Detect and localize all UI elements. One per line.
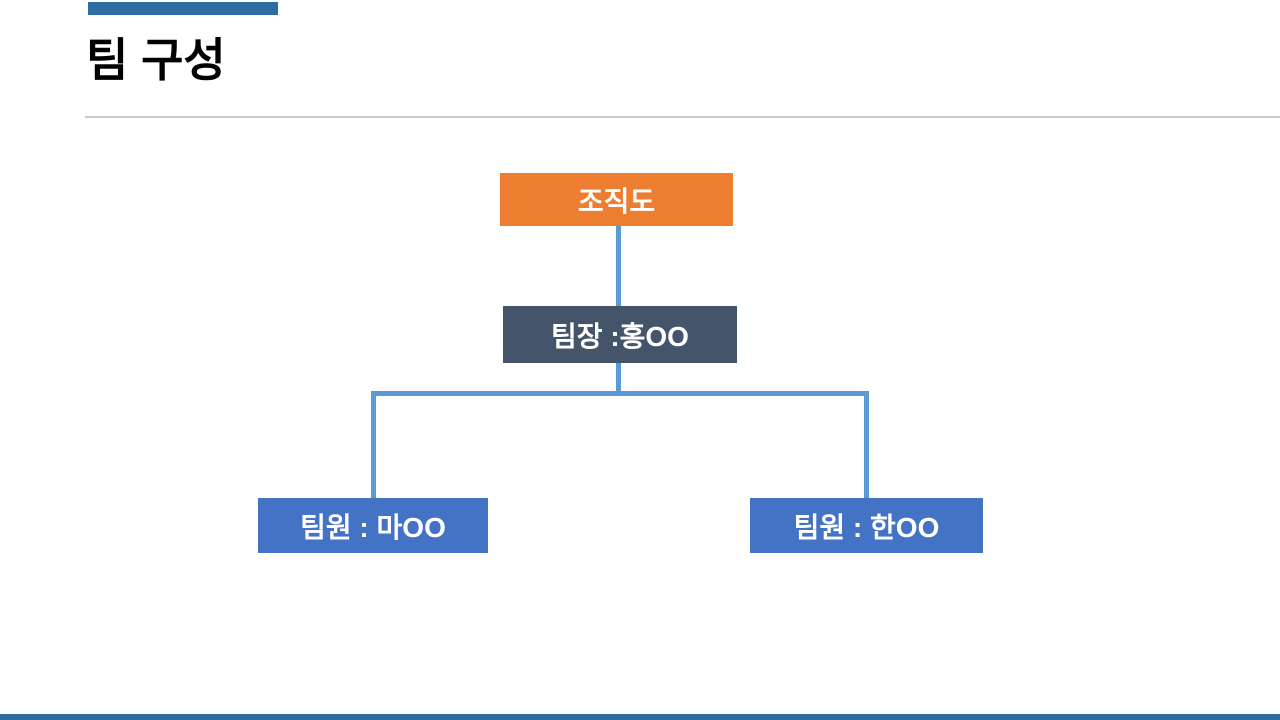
connector-root-to-leader: [616, 225, 621, 307]
title-divider: [85, 116, 1280, 118]
org-node-root: 조직도: [500, 173, 733, 226]
connector-branch-left: [371, 391, 376, 498]
connector-leader-drop: [616, 362, 621, 395]
connector-branch-right: [864, 391, 869, 498]
bottom-accent-bar: [0, 714, 1280, 720]
org-node-leader: 팀장 :홍OO: [503, 306, 737, 363]
org-node-member-left: 팀원 : 마OO: [258, 498, 488, 553]
org-node-member-right: 팀원 : 한OO: [750, 498, 983, 553]
connector-branch-horizontal: [371, 391, 869, 396]
top-accent-bar: [88, 2, 278, 15]
slide-title: 팀 구성: [86, 34, 226, 86]
